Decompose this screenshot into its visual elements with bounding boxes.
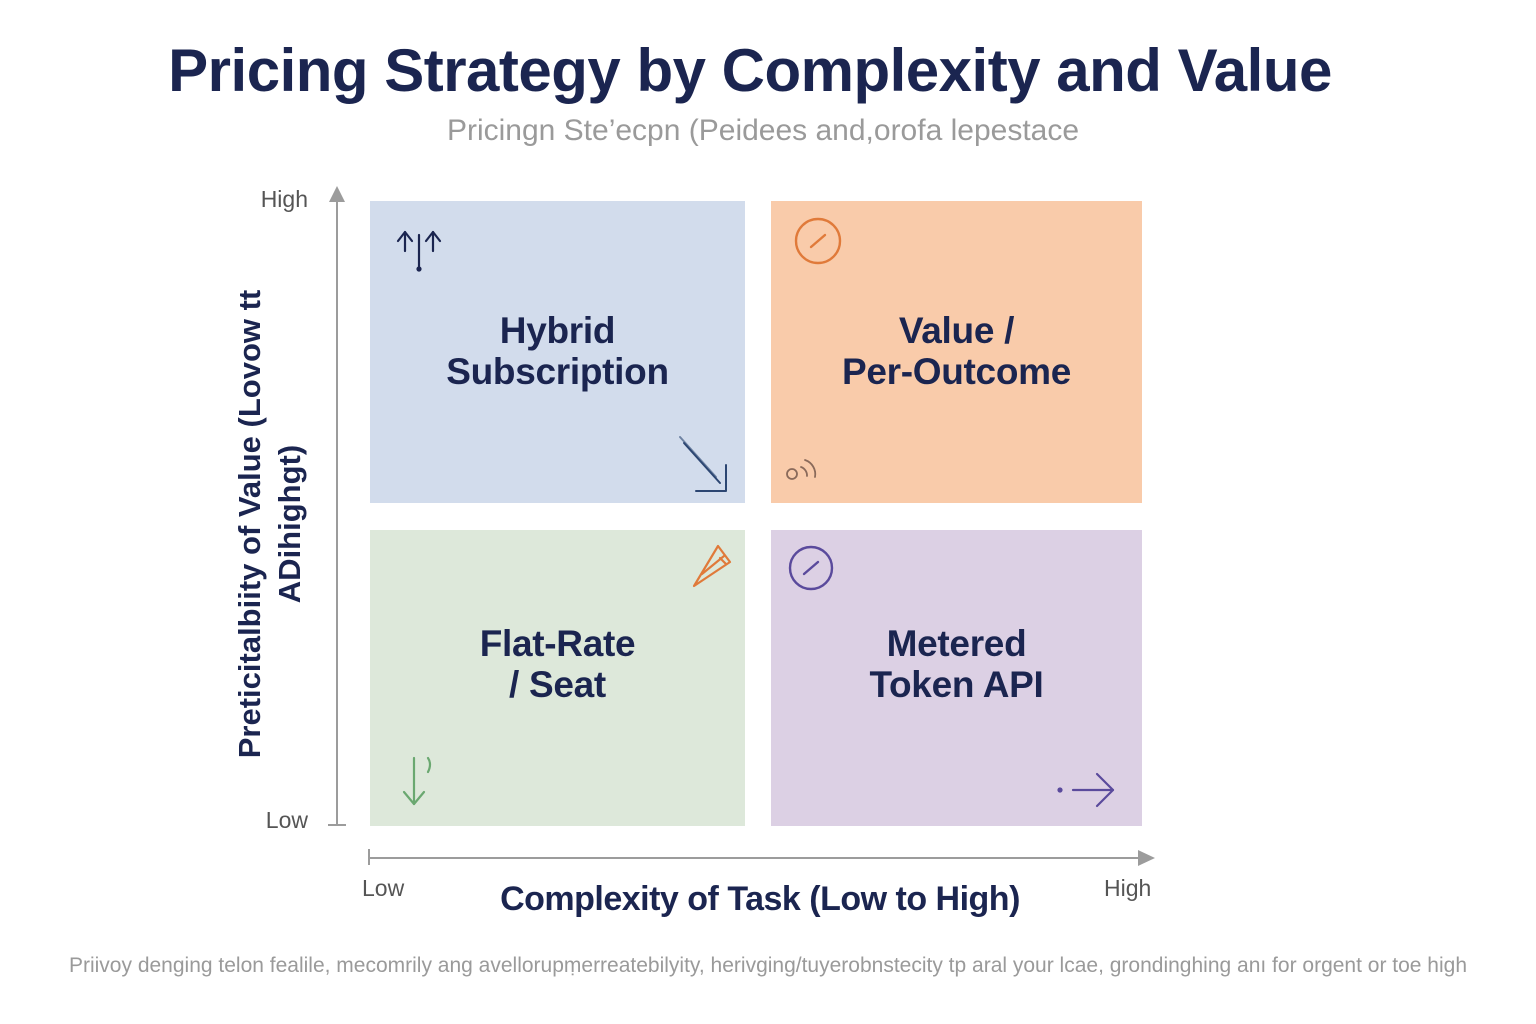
- chart-subtitle: Pricingn Ste’ecpn (Peidees and,orofa lep…: [446, 114, 1080, 147]
- chart-title: Pricing Strategy by Complexity and Value: [168, 37, 1332, 104]
- footnote: Priivoy denging telon fealile, mecomrily…: [68, 954, 1468, 977]
- circle-slash-icon: [787, 544, 835, 592]
- circle-slash-icon: [793, 216, 843, 266]
- x-axis-arrowhead: [1138, 850, 1155, 866]
- diagonal-down-arrow-icon: [676, 433, 732, 497]
- quadrant-label: Hybrid Subscription: [446, 310, 669, 392]
- signal-wave-icon: [783, 451, 823, 485]
- y-axis-line: [336, 200, 338, 826]
- quadrant-flat-rate-seat: Flat-Rate / Seat: [370, 530, 745, 826]
- quadrant-label: Flat-Rate / Seat: [479, 623, 636, 705]
- x-axis-title: Complexity of Task (Low to High): [500, 880, 1020, 918]
- y-axis-high-label: High: [260, 186, 308, 212]
- y-axis-arrowhead: [329, 186, 345, 202]
- quadrant-label: Metered Token API: [869, 623, 1044, 705]
- pencil-tip-icon: [688, 540, 738, 590]
- x-axis-tick: [368, 849, 370, 865]
- y-axis-tick: [328, 824, 346, 826]
- quadrant-hybrid-subscription: Hybrid Subscription: [370, 201, 745, 503]
- y-axis-title: Preticitalbiity of Value (Lovow tt ADihi…: [232, 289, 307, 759]
- x-axis-line: [369, 857, 1141, 859]
- down-arrow-icon: [398, 752, 442, 812]
- quadrant-metered-token-api: Metered Token API: [771, 530, 1142, 826]
- double-up-arrow-icon: [392, 221, 448, 277]
- quadrant-label: Value / Per-Outcome: [841, 310, 1072, 392]
- right-arrow-icon: [1055, 768, 1119, 812]
- x-axis-low-label: Low: [362, 875, 405, 901]
- quadrant-value-per-outcome: Value / Per-Outcome: [771, 201, 1142, 503]
- x-axis-high-label: High: [1104, 875, 1152, 901]
- y-axis-low-label: Low: [265, 807, 308, 833]
